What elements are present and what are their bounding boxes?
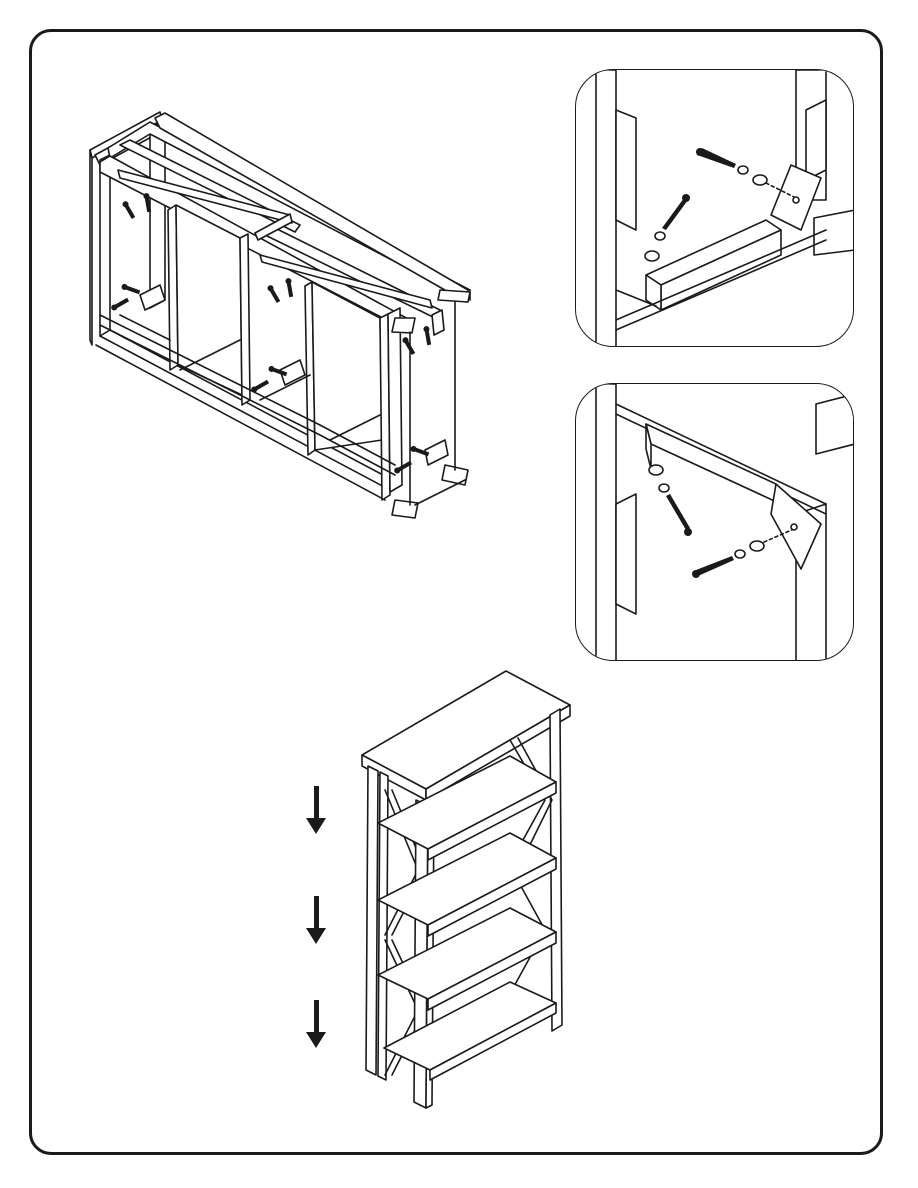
flat-washer-icon [750,541,764,551]
bolt-icon [666,494,692,536]
lock-washer-icon [735,550,745,558]
flat-washer-icon [645,251,659,261]
bolt-icon [692,556,734,578]
detail-bottom-illustration [576,384,854,661]
bolt-icon [662,194,690,230]
flat-washer-icon [753,175,767,185]
lock-washer-icon [659,484,669,492]
left-side-frame [95,120,470,500]
detail-view-top [575,69,854,347]
detail-top-illustration [576,70,854,347]
legs [392,290,470,518]
lock-washer-icon [738,166,748,174]
flat-washer-icon [649,465,663,475]
bolt-icon [696,148,736,168]
shelf-panels [168,205,402,500]
detail-view-bottom [575,383,854,661]
lock-washer-icon [655,232,665,240]
